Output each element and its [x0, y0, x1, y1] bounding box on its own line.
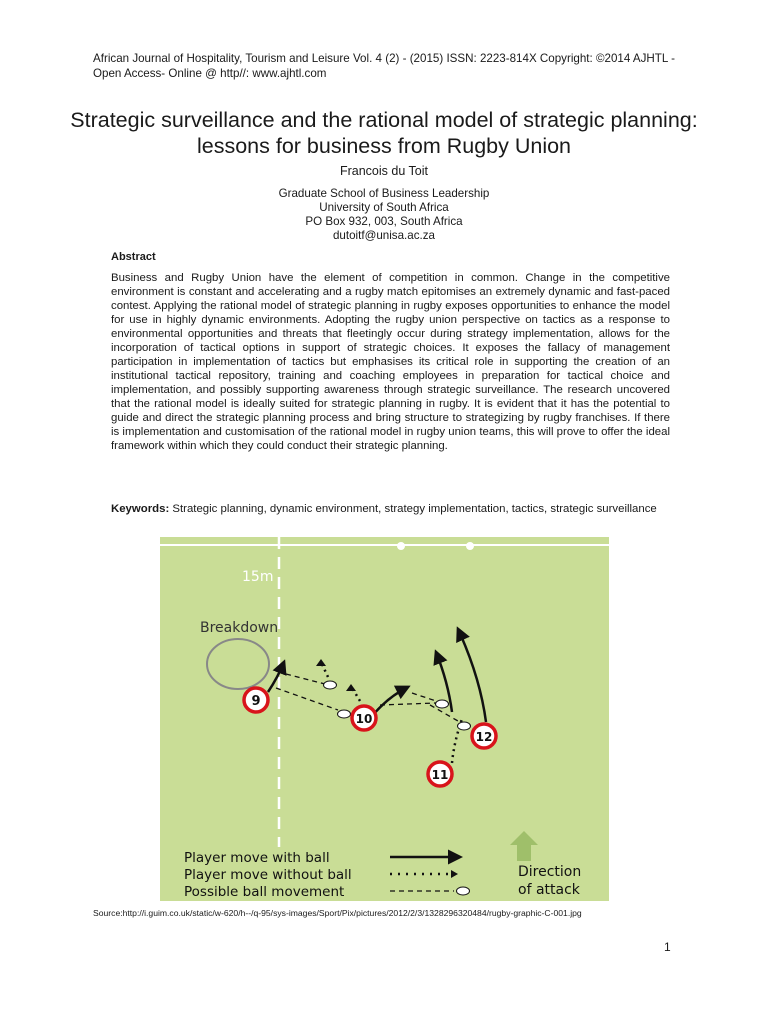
abstract-heading: Abstract — [111, 251, 156, 263]
affiliation-line: University of South Africa — [319, 201, 449, 214]
legend-ball-movement: Possible ball movement — [184, 884, 344, 900]
affiliation: Graduate School of Business Leadership U… — [0, 187, 768, 243]
player-11: 11 — [426, 760, 454, 788]
player-number: 11 — [432, 768, 449, 782]
move-with-ball-arrow — [433, 649, 454, 713]
legend-dotted-arrow-head — [451, 870, 458, 878]
player-number: 9 — [251, 694, 260, 709]
journal-header: African Journal of Hospitality, Tourism … — [93, 52, 675, 80]
player-number: 12 — [476, 730, 493, 744]
line-marker — [397, 542, 405, 550]
breakdown-circle — [206, 638, 270, 690]
player-12: 12 — [470, 722, 498, 750]
player-9: 9 — [242, 686, 270, 714]
legend-with-ball: Player move with ball — [184, 850, 330, 866]
author-email: dutoitf@unisa.ac.za — [332, 229, 435, 242]
ball-movement-line — [275, 687, 339, 711]
player-number: 10 — [356, 712, 373, 726]
legend-without-ball: Player move without ball — [184, 867, 352, 883]
page-number: 1 — [664, 940, 671, 954]
figure-source: Source:http://i.guim.co.uk/static/w-620/… — [93, 908, 582, 918]
ball-icon — [337, 709, 351, 719]
direction-label: of attack — [518, 882, 581, 898]
abstract-text: Business and Rugby Union have the elemen… — [111, 272, 670, 452]
rugby-tactics-figure: 15m Breakdown 9 10 12 11 Player move wit… — [160, 537, 609, 901]
ball-icon — [323, 680, 337, 690]
move-with-ball-arrow — [266, 659, 287, 693]
breakdown-label: Breakdown — [200, 620, 278, 636]
paper-title: Strategic surveillance and the rational … — [70, 108, 698, 158]
direction-of-attack-arrow — [510, 831, 538, 861]
arrow-head — [316, 659, 326, 666]
ball-movement-line — [379, 702, 437, 706]
keywords: Keywords: Strategic planning, dynamic en… — [111, 502, 675, 516]
ball-icon — [457, 721, 471, 731]
player-10: 10 — [350, 704, 378, 732]
distance-label: 15m — [242, 569, 273, 585]
arrow-head — [346, 684, 356, 691]
affiliation-line: Graduate School of Business Leadership — [278, 187, 490, 200]
ball-movement-line — [285, 673, 326, 685]
keywords-text: Strategic planning, dynamic environment,… — [172, 503, 657, 515]
affiliation-line: PO Box 932, 003, South Africa — [305, 215, 463, 228]
move-with-ball-arrow — [456, 626, 488, 723]
direction-label: Direction — [518, 864, 581, 880]
rugby-field — [160, 537, 609, 901]
legend-ball-icon — [456, 886, 470, 896]
line-marker — [466, 542, 474, 550]
ball-icon — [435, 699, 449, 709]
keywords-label: Keywords: — [111, 503, 170, 515]
ball-movement-line — [411, 692, 437, 702]
author-name: Francois du Toit — [339, 164, 428, 178]
